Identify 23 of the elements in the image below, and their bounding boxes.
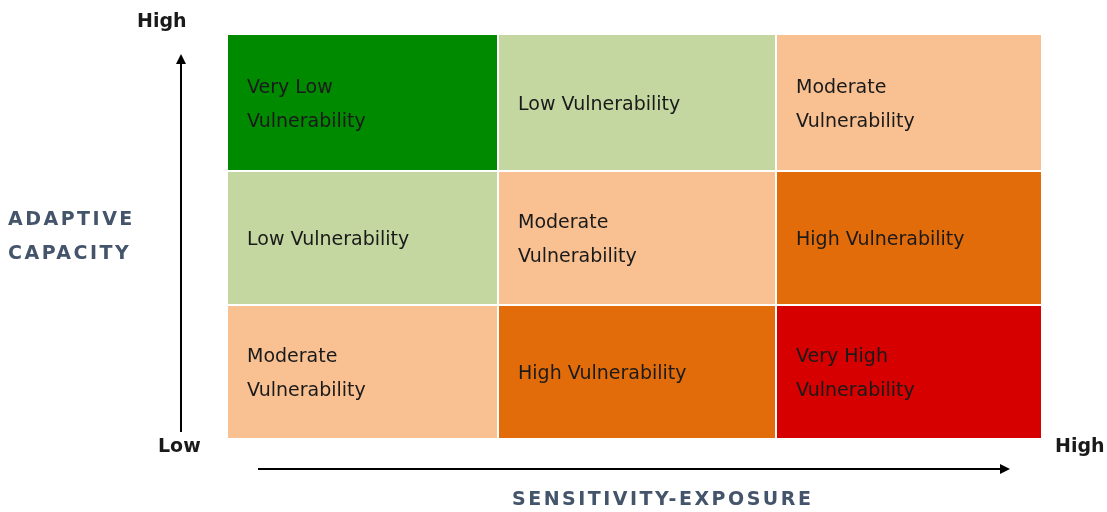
cell-label: Moderate Vulnerability: [518, 209, 638, 268]
matrix-cell: [499, 35, 775, 170]
cell-label: Low Vulnerability: [518, 90, 681, 116]
axis-title: SENSITIVITY-EXPOSURE: [512, 487, 814, 509]
cell-label: Very High Vulnerability: [796, 343, 916, 402]
matrix-cell: [777, 35, 1041, 170]
matrix-cell: [228, 306, 497, 438]
cell-label: Moderate Vulnerability: [796, 73, 916, 133]
axis-end-label: High: [1055, 434, 1105, 456]
axis-end-label: High: [137, 9, 187, 31]
axis-title: ADAPTIVE CAPACITY: [8, 206, 136, 265]
cell-label: High Vulnerability: [518, 360, 687, 385]
axis-end-label: Low: [158, 434, 201, 456]
matrix-cell: [228, 35, 497, 170]
matrix-cell: [777, 306, 1041, 438]
matrix-cell: [499, 306, 775, 438]
matrix-cell: [777, 172, 1041, 304]
matrix-cell: [499, 172, 775, 304]
cell-label: Low Vulnerability: [247, 226, 410, 251]
cell-label: Very Low Vulnerability: [247, 73, 367, 133]
matrix-cell: [228, 172, 497, 304]
cell-label: Moderate Vulnerability: [247, 343, 367, 402]
cell-label: High Vulnerability: [796, 226, 965, 251]
